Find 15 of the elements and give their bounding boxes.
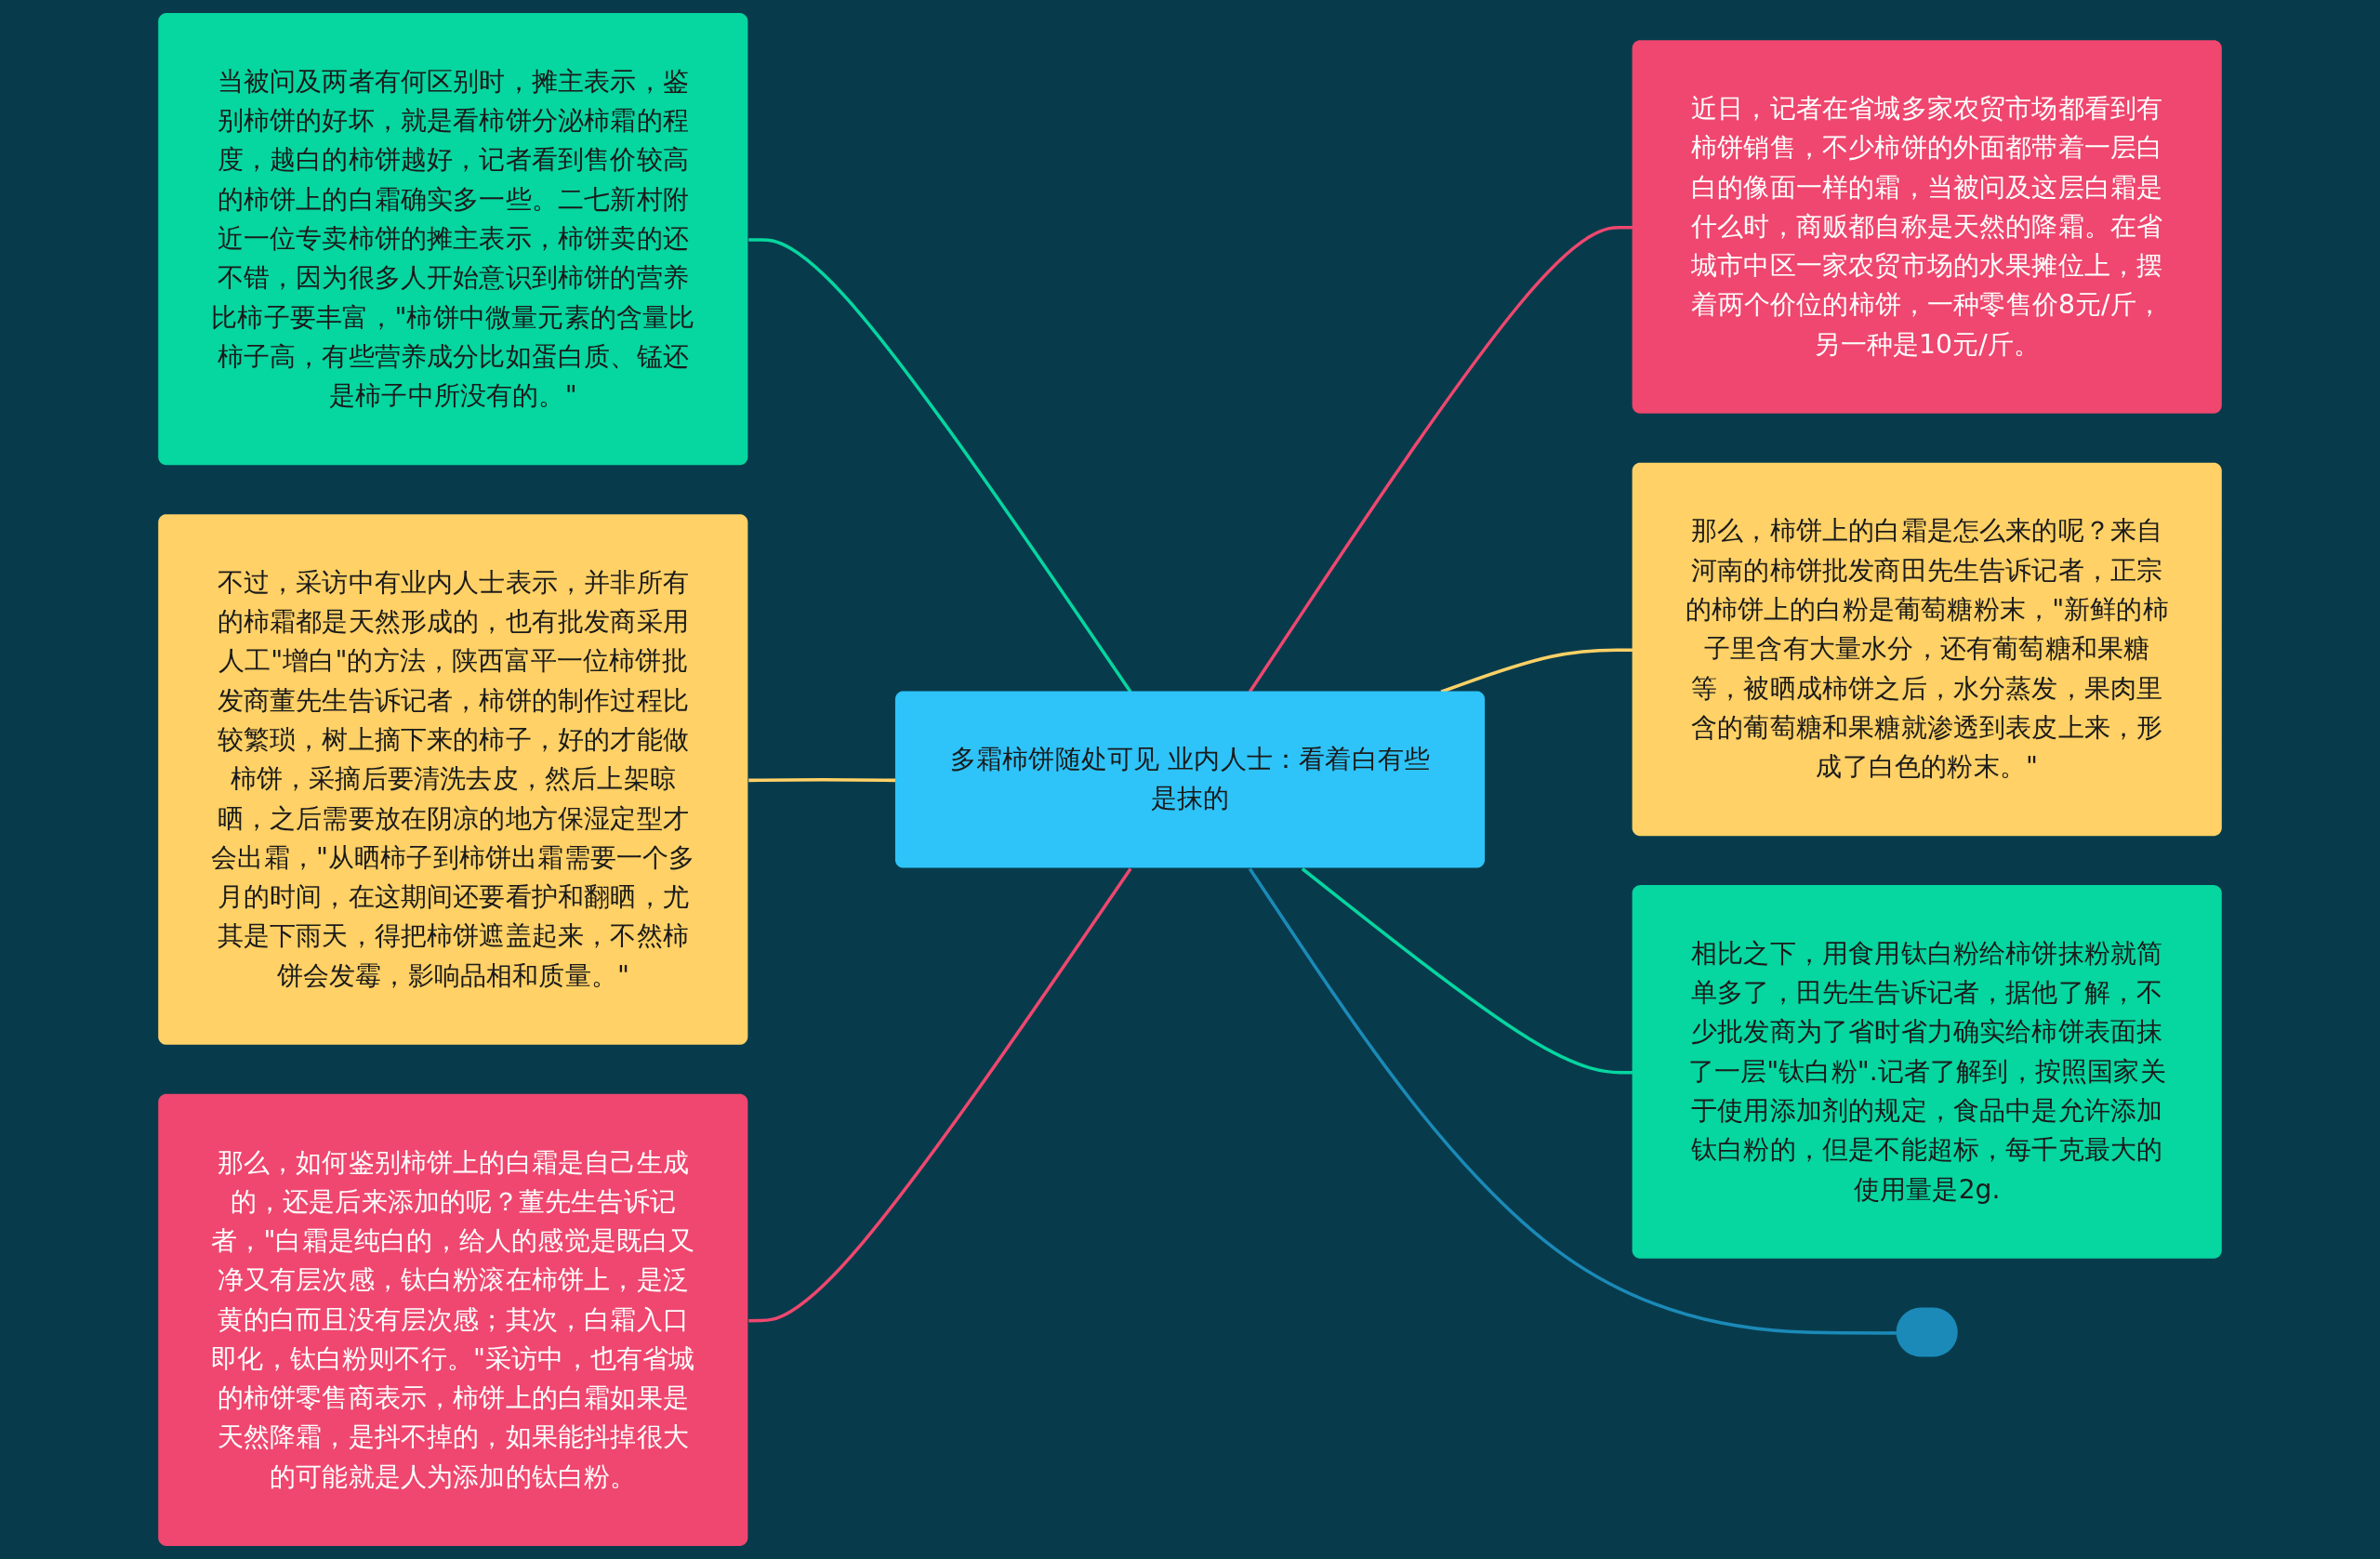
- text-node: 那么，如何鉴别柿饼上的白霜是自己生成的，还是后来添加的呢？董先生告诉记者，"白霜是纯白的，给人的感觉是既白又净又有层次感，钛白粉滚在柿饼上，是泛黄的白而且没有层次感；其次，白霜入口即化，钛白粉则不行。"采访中，也有省城的柿饼零售商表示，柿饼上的白霜如果是天然降霜，是抖不掉的，如果能抖掉很大的可能就是人为添加的钛白粉。: [158, 1093, 748, 1546]
- connector: [748, 778, 896, 783]
- connector: [1248, 867, 1897, 1335]
- text-node: 不过，采访中有业内人士表示，并非所有的柿霜都是天然形成的，也有批发商采用人工"增白"的方法，陕西富平一位柿饼批发商董先生告诉记者，柿饼的制作过程比较繁琐，树上摘下来的柿子，好的才能做柿饼，采摘后要清洗去皮，然后上架晾晒，之后需要放在阴凉的地方保湿定型才会出霜，"从晒柿子到柿饼出霜需要一个多月的时间，在这期间还要看护和翻晒，尤其是下雨天，得把柿饼遮盖起来，不然柿饼会发霉，影响品相和质量。": [158, 514, 748, 1045]
- text-node: 那么，柿饼上的白霜是怎么来的呢？来自河南的柿饼批发商田先生告诉记者，正宗的柿饼上的白粉是葡萄糖粉末，"新鲜的柿子里含有大量水分，还有葡萄糖和果糖等，被晒成柿饼之后，水分蒸发，果肉里含的葡萄糖和果糖就渗透到表皮上来，形成了白色的粉末。": [1632, 462, 2222, 837]
- text-node: 相比之下，用食用钛白粉给柿饼抹粉就简单多了，田先生告诉记者，据他了解，不少批发商为了省时省力确实给柿饼表面抹了一层"钛白粉".记者了解到，按照国家关于使用添加剂的规定，食品中是允许添加钛白粉的，但是不能超标，每千克最大的使用量是2g.: [1632, 885, 2222, 1259]
- connector: [748, 238, 1132, 694]
- connector: [748, 867, 1132, 1323]
- text-node: [1896, 1307, 1958, 1357]
- connector: [1301, 867, 1633, 1075]
- topic-node: 多霜柿饼随处可见 业内人士：看着白有些是抹的: [894, 691, 1486, 868]
- connector: [1440, 648, 1633, 694]
- connector: [1248, 225, 1633, 694]
- text-node: 当被问及两者有何区别时，摊主表示，鉴别柿饼的好坏，就是看柿饼分泌柿霜的程度，越白的柿饼越好，记者看到售价较高的柿饼上的白霜确实多一些。二七新村附近一位专卖柿饼的摊主表示，柿饼卖的还不错，因为很多人开始意识到柿饼的营养比柿子要丰富，"柿饼中微量元素的含量比柿子高，有些营养成分比如蛋白质、锰还是柿子中所没有的。": [158, 13, 748, 466]
- text-node: 近日，记者在省城多家农贸市场都看到有柿饼销售，不少柿饼的外面都带着一层白白的像面一样的霜，当被问及这层白霜是什么时，商贩都自称是天然的降霜。在省城市中区一家农贸市场的水果摊位上，摆着两个价位的柿饼，一种零售价8元/斤，另一种是10元/斤。: [1632, 40, 2222, 414]
